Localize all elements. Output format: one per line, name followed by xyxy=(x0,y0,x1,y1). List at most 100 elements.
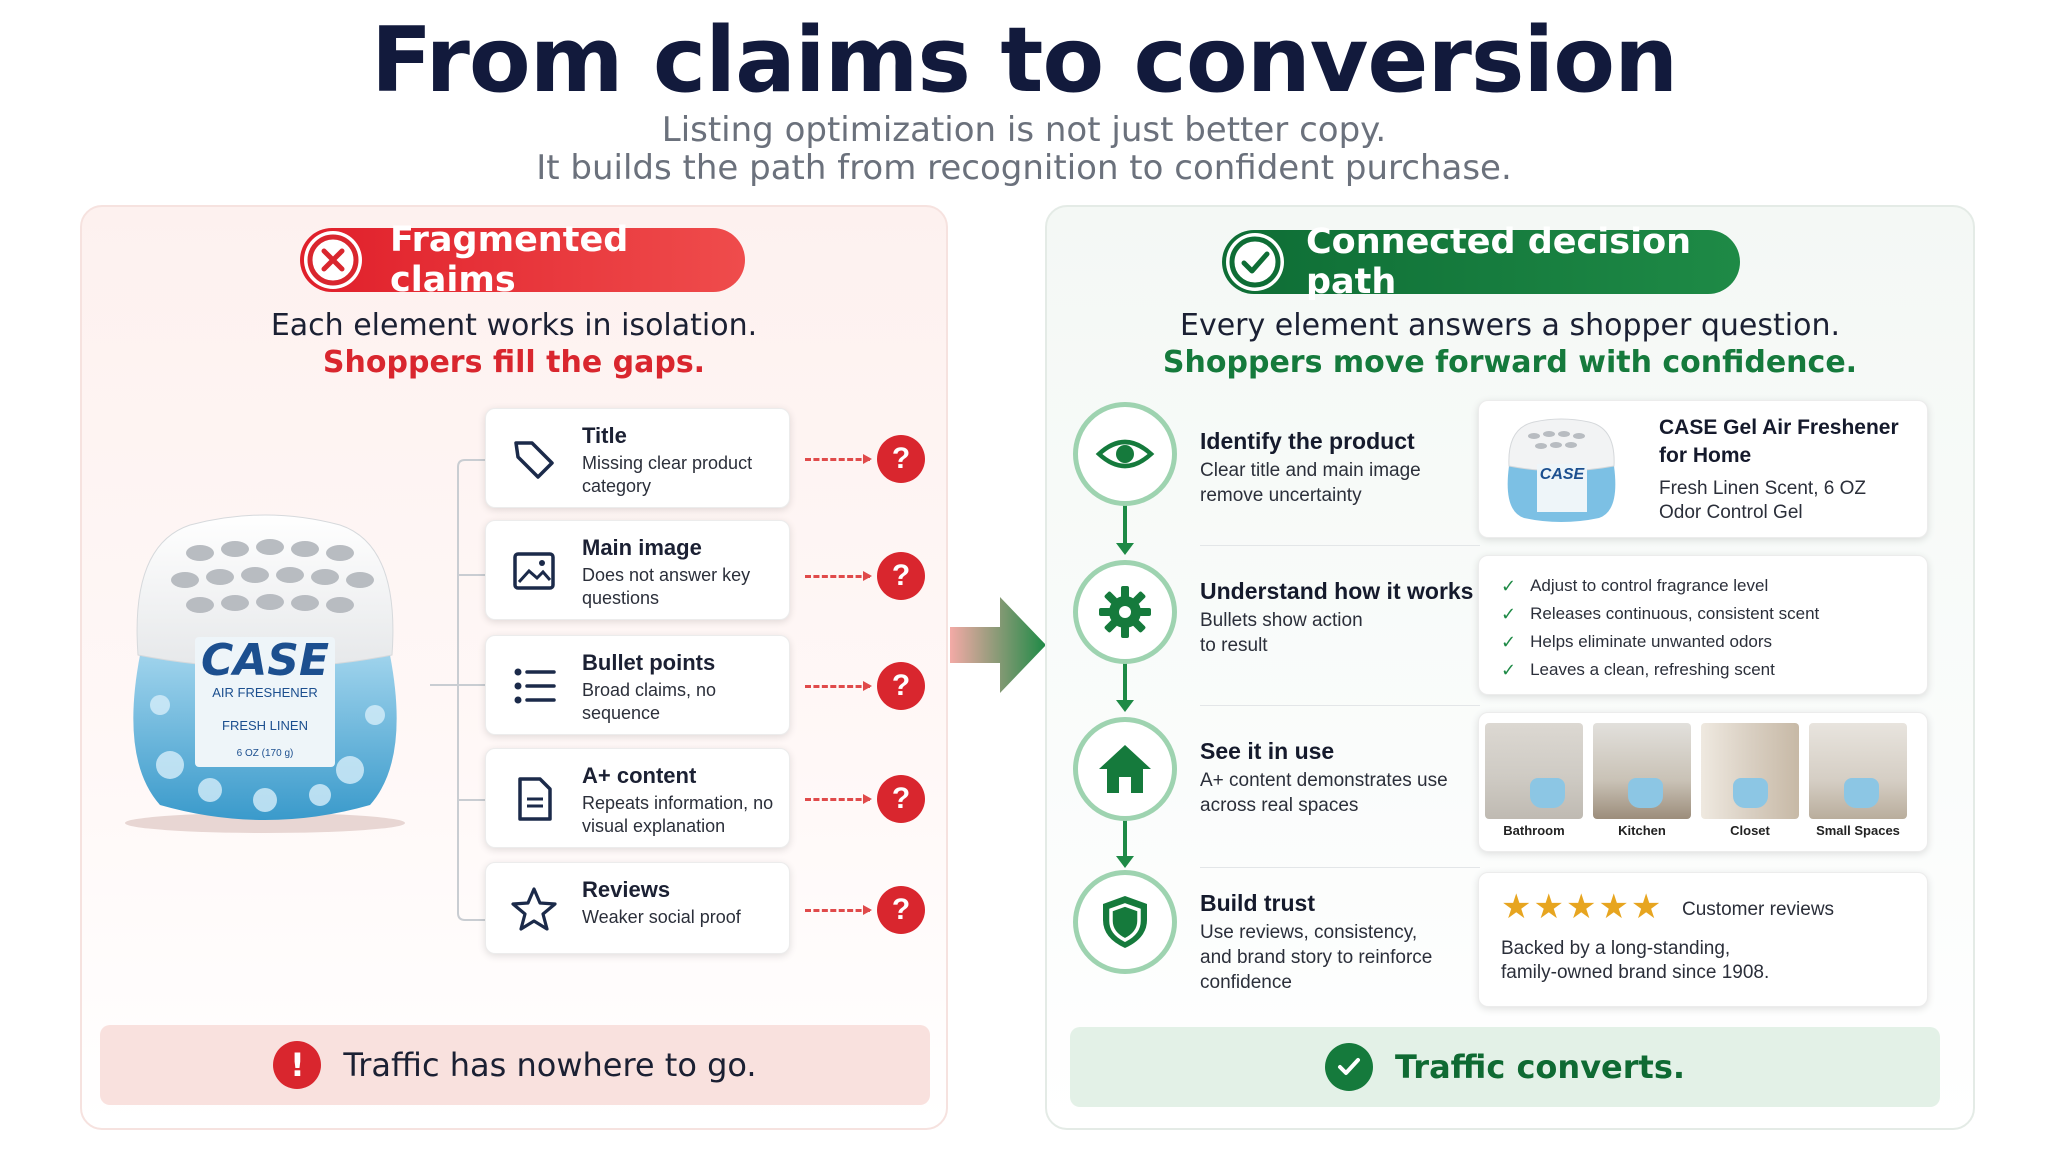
document-icon xyxy=(518,777,552,821)
card-main-image: Main image Does not answer key questions xyxy=(485,520,790,620)
alert-icon: ! xyxy=(273,1041,322,1089)
card-reviews-heading: Reviews xyxy=(582,877,671,902)
reviews-text-1: Backed by a long-standing, xyxy=(1501,938,1731,959)
step-identify-circle xyxy=(1073,402,1177,506)
question-mark-icon: ? xyxy=(877,552,925,600)
connected-path-label: Connected decision path xyxy=(1306,222,1692,302)
card-title-heading: Title xyxy=(582,423,627,448)
card-main-image-heading: Main image xyxy=(582,535,702,560)
check-circle-icon xyxy=(1324,1043,1373,1091)
home-icon xyxy=(1099,745,1151,793)
connected-path-pill: Connected decision path xyxy=(1222,222,1740,302)
step-understand-desc: Bullets show action to result xyxy=(1200,610,1363,656)
dashed-arrow xyxy=(805,905,872,915)
left-description-2: Shoppers fill the gaps. xyxy=(322,345,706,380)
card-bullet-points-desc: Broad claims, no sequence xyxy=(582,680,717,723)
question-mark-icon: ? xyxy=(877,435,925,483)
fragmented-claims-label: Fragmented claims xyxy=(390,220,629,300)
closet-image xyxy=(1701,723,1799,819)
bullet-text: Helps eliminate unwanted odors xyxy=(1530,632,1773,651)
space-label: Bathroom xyxy=(1503,823,1565,838)
bullet-item: ✓Adjust to control fragrance level xyxy=(1501,572,1927,600)
step-identify-desc: Clear title and main image remove uncert… xyxy=(1200,460,1421,506)
step-understand-circle xyxy=(1073,560,1177,664)
small-spaces-image xyxy=(1809,723,1907,819)
product-detail-1: Fresh Linen Scent, 6 OZ xyxy=(1659,478,1866,499)
step-trust-circle xyxy=(1073,870,1177,974)
gear-icon xyxy=(1099,586,1151,638)
step-connector xyxy=(1123,820,1127,858)
card-main-image-desc: Does not answer key questions xyxy=(582,565,751,608)
rating-stars: ★★★★★ xyxy=(1501,888,1664,926)
traffic-converts-text: Traffic converts. xyxy=(1394,1048,1686,1086)
card-bullet-points-heading: Bullet points xyxy=(582,650,716,675)
dashed-arrow xyxy=(805,454,872,464)
bullet-item: ✓ Releases continuous, consistent scent xyxy=(1501,600,1927,628)
card-aplus-content: A+ content Repeats information, no visua… xyxy=(485,748,790,848)
subtitle-line-1: Listing optimization is not just better … xyxy=(661,110,1387,150)
bullet-text: Leaves a clean, refreshing scent xyxy=(1530,660,1775,679)
reviews-label: Customer reviews xyxy=(1682,899,1835,920)
page-title: From claims to conversion xyxy=(370,8,1678,113)
thumbnail-brand: CASE xyxy=(1539,466,1585,483)
space-label: Small Spaces xyxy=(1816,823,1900,838)
check-circle-icon xyxy=(1226,233,1284,291)
question-mark-icon: ? xyxy=(877,662,925,710)
bracket-connector xyxy=(430,459,485,921)
product-detail-2: Odor Control Gel xyxy=(1659,502,1803,523)
traffic-nowhere-bar: ! Traffic has nowhere to go. xyxy=(100,1025,930,1105)
bullets-card: ✓Adjust to control fragrance level ✓ Rele… xyxy=(1478,555,1928,695)
step-arrow xyxy=(1116,856,1134,868)
list-icon xyxy=(514,668,556,704)
jar-type: AIR FRESHENER xyxy=(212,685,318,700)
reviews-card: ★★★★★ Customer reviews Backed by a long-… xyxy=(1478,872,1928,1007)
check-icon: ✓ xyxy=(1501,659,1517,680)
question-mark-icon: ? xyxy=(877,775,925,823)
card-reviews: Reviews Weaker social proof xyxy=(485,862,790,954)
bullet-item: ✓ Leaves a clean, refreshing scent xyxy=(1501,656,1927,684)
divider xyxy=(1200,545,1480,546)
product-name-1: CASE Gel Air Freshener xyxy=(1659,416,1899,439)
spaces-card: Bathroom Kitchen Closet Small Spaces xyxy=(1478,712,1928,852)
jar-size: 6 OZ (170 g) xyxy=(236,748,294,759)
step-connector xyxy=(1123,662,1127,702)
product-name-2: for Home xyxy=(1659,444,1752,467)
bathroom-image xyxy=(1485,723,1583,819)
bullet-item: ✓ Helps eliminate unwanted odors xyxy=(1501,628,1927,656)
step-trust-desc: Use reviews, consistency, and brand stor… xyxy=(1200,922,1433,993)
right-description-1: Every element answers a shopper question… xyxy=(1179,308,1841,343)
step-see-desc: A+ content demonstrates use across real … xyxy=(1200,770,1448,816)
card-aplus-content-desc: Repeats information, no visual explanati… xyxy=(582,793,774,836)
step-connector xyxy=(1123,505,1127,545)
step-trust-title: Build trust xyxy=(1200,890,1315,916)
divider xyxy=(1200,867,1480,868)
check-icon: ✓ xyxy=(1501,575,1517,596)
dashed-arrow xyxy=(805,571,872,581)
check-icon: ✓ xyxy=(1501,603,1517,624)
divider xyxy=(1200,705,1480,706)
card-aplus-content-heading: A+ content xyxy=(582,763,697,788)
tag-icon xyxy=(514,441,554,479)
step-see-circle xyxy=(1073,717,1177,821)
bullet-text: Releases continuous, consistent scent xyxy=(1530,604,1820,623)
star-icon xyxy=(511,887,557,931)
x-circle-icon xyxy=(304,231,362,289)
space-label: Closet xyxy=(1730,823,1770,838)
question-mark-icon: ? xyxy=(877,886,925,934)
subtitle-line-2: It builds the path from recognition to c… xyxy=(536,148,1512,188)
product-jar-image: CASE AIR FRESHENER FRESH LINEN 6 OZ (170… xyxy=(100,505,430,835)
traffic-converts-bar: Traffic converts. xyxy=(1070,1027,1940,1107)
dashed-arrow xyxy=(805,794,872,804)
dashed-arrow xyxy=(805,681,872,691)
space-label: Kitchen xyxy=(1618,823,1666,838)
card-bullet-points: Bullet points Broad claims, no sequence xyxy=(485,635,790,735)
step-arrow xyxy=(1116,543,1134,555)
product-thumbnail: CASE xyxy=(1499,416,1624,524)
fragmented-claims-pill: Fragmented claims xyxy=(300,220,745,300)
reviews-text-2: family-owned brand since 1908. xyxy=(1501,962,1770,983)
kitchen-image xyxy=(1593,723,1691,819)
left-description-1: Each element works in isolation. xyxy=(270,308,758,343)
step-arrow xyxy=(1116,700,1134,712)
traffic-nowhere-text: Traffic has nowhere to go. xyxy=(343,1046,757,1084)
check-icon: ✓ xyxy=(1501,631,1517,652)
